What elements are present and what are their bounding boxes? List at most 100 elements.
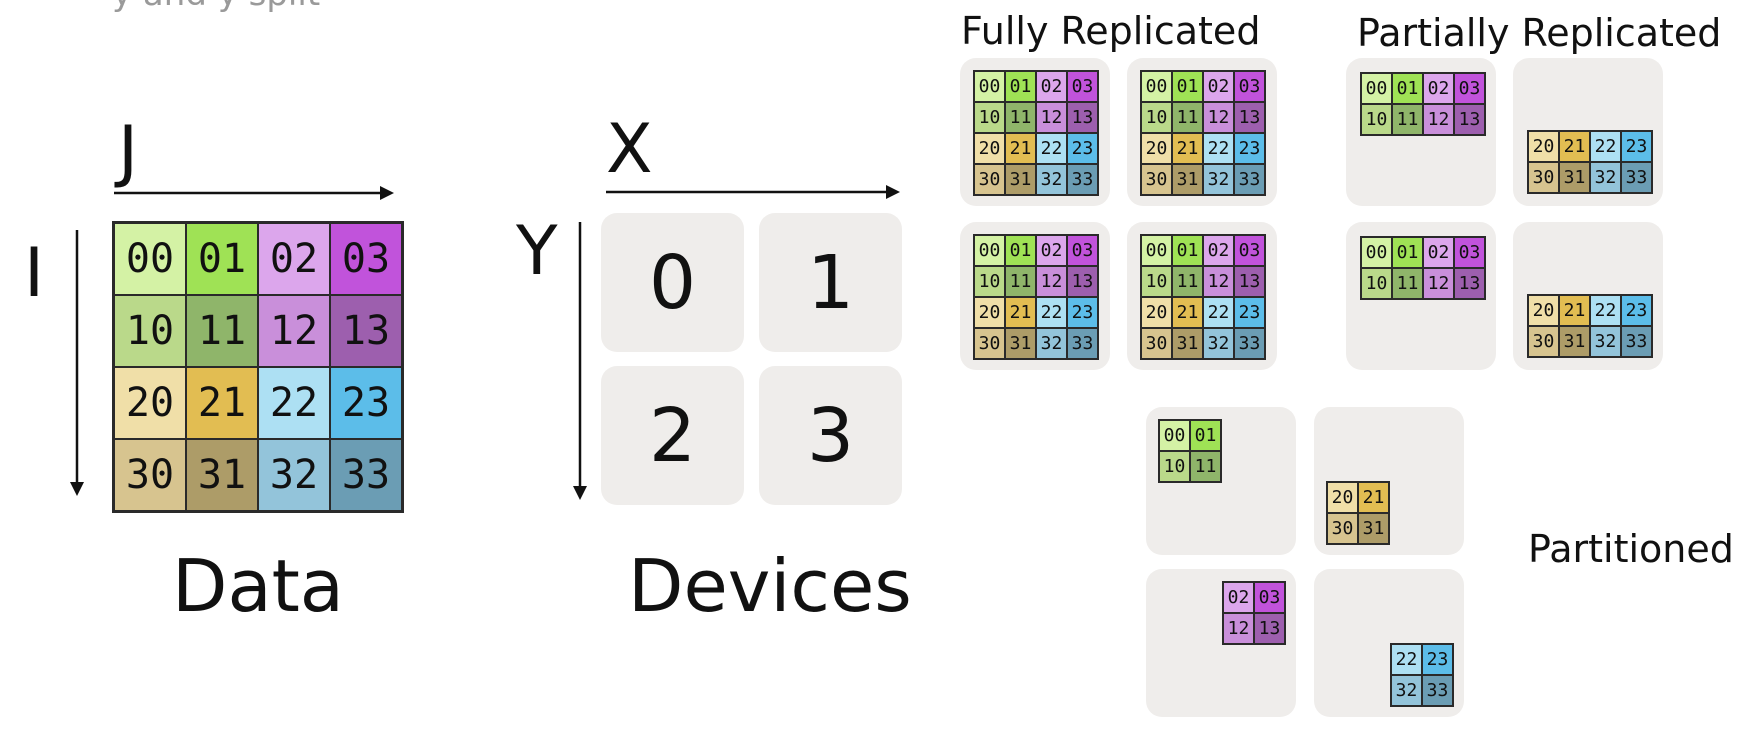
shard-cell-21: 21 [1559, 131, 1590, 162]
shard-cell-03: 03 [1454, 237, 1485, 268]
shard-cell-00: 00 [1141, 71, 1172, 102]
shard-cell-31: 31 [1005, 164, 1036, 195]
shard-cell-33: 33 [1234, 328, 1265, 359]
shard-cell-20: 20 [1141, 133, 1172, 164]
shard-cell-20: 20 [974, 297, 1005, 328]
shard-cell-32: 32 [1203, 164, 1234, 195]
shard-cell-23: 23 [1621, 131, 1652, 162]
shard-cell-33: 33 [1067, 164, 1098, 195]
shard-cell-32: 32 [1036, 328, 1067, 359]
shard-cell-22: 22 [1036, 297, 1067, 328]
shard-cell-02: 02 [1203, 71, 1234, 102]
data-cell-20: 20 [114, 367, 186, 439]
shard-cell-22: 22 [1590, 295, 1621, 326]
shard-cell-10: 10 [1141, 266, 1172, 297]
shard-cell-32: 32 [1203, 328, 1234, 359]
shard-cell-32: 32 [1391, 675, 1422, 706]
shard-cell-20: 20 [1141, 297, 1172, 328]
shard-cell-31: 31 [1559, 162, 1590, 193]
shard-cell-00: 00 [1361, 237, 1392, 268]
shard-cell-01: 01 [1190, 420, 1221, 451]
shard-cell-03: 03 [1067, 71, 1098, 102]
shard-cell-02: 02 [1203, 235, 1234, 266]
data-cell-22: 22 [258, 367, 330, 439]
shard-cell-13: 13 [1067, 102, 1098, 133]
device-3: 3 [759, 366, 902, 505]
shard-cell-12: 12 [1423, 268, 1454, 299]
shard-cell-02: 02 [1423, 73, 1454, 104]
shard-cell-30: 30 [1528, 326, 1559, 357]
shard-cell-31: 31 [1005, 328, 1036, 359]
shard-cell-11: 11 [1392, 104, 1423, 135]
shard-cell-21: 21 [1172, 297, 1203, 328]
shard-cell-31: 31 [1172, 164, 1203, 195]
data-cell-31: 31 [186, 439, 258, 511]
shard-cell-30: 30 [1141, 328, 1172, 359]
shard-cell-10: 10 [974, 102, 1005, 133]
shard-cell-31: 31 [1358, 513, 1389, 544]
shard-cell-32: 32 [1590, 162, 1621, 193]
shard-cell-03: 03 [1067, 235, 1098, 266]
shard-cell-11: 11 [1172, 266, 1203, 297]
shard-cell-23: 23 [1234, 297, 1265, 328]
shard-cell-02: 02 [1223, 582, 1254, 613]
device-1: 1 [759, 213, 902, 352]
shard-cell-33: 33 [1621, 326, 1652, 357]
data-cell-10: 10 [114, 295, 186, 367]
device-2: 2 [601, 366, 744, 505]
shard-cell-00: 00 [1141, 235, 1172, 266]
shard-cell-22: 22 [1036, 133, 1067, 164]
shard-cell-02: 02 [1423, 237, 1454, 268]
shard-cell-10: 10 [974, 266, 1005, 297]
shard-cell-00: 00 [1361, 73, 1392, 104]
shard-cell-10: 10 [1361, 104, 1392, 135]
shard-cell-20: 20 [1528, 131, 1559, 162]
data-caption: Data [172, 544, 344, 628]
data-cell-32: 32 [258, 439, 330, 511]
shard-cell-31: 31 [1172, 328, 1203, 359]
data-cell-12: 12 [258, 295, 330, 367]
shard-cell-10: 10 [1141, 102, 1172, 133]
shard-cell-11: 11 [1392, 268, 1423, 299]
shard-cell-12: 12 [1036, 102, 1067, 133]
shard-cell-00: 00 [1159, 420, 1190, 451]
shard-cell-02: 02 [1036, 71, 1067, 102]
shard-cell-30: 30 [974, 164, 1005, 195]
shard-cell-20: 20 [1528, 295, 1559, 326]
shard-cell-32: 32 [1036, 164, 1067, 195]
shard-cell-22: 22 [1391, 644, 1422, 675]
shard-cell-30: 30 [1141, 164, 1172, 195]
data-cell-02: 02 [258, 223, 330, 295]
shard-cell-01: 01 [1172, 71, 1203, 102]
shard-cell-11: 11 [1005, 102, 1036, 133]
shard-cell-31: 31 [1559, 326, 1590, 357]
shard-cell-01: 01 [1005, 71, 1036, 102]
shard-cell-12: 12 [1203, 266, 1234, 297]
shard-cell-03: 03 [1234, 235, 1265, 266]
data-cell-00: 00 [114, 223, 186, 295]
shard-cell-11: 11 [1190, 451, 1221, 482]
data-cell-30: 30 [114, 439, 186, 511]
shard-cell-12: 12 [1203, 102, 1234, 133]
col-axis-label-x: X [606, 110, 653, 189]
shard-cell-33: 33 [1621, 162, 1652, 193]
shard-cell-21: 21 [1172, 133, 1203, 164]
data-cell-13: 13 [330, 295, 402, 367]
shard-cell-12: 12 [1223, 613, 1254, 644]
shard-cell-13: 13 [1234, 266, 1265, 297]
shard-cell-12: 12 [1036, 266, 1067, 297]
shard-cell-23: 23 [1067, 297, 1098, 328]
shard-cell-21: 21 [1005, 297, 1036, 328]
shard-cell-23: 23 [1067, 133, 1098, 164]
